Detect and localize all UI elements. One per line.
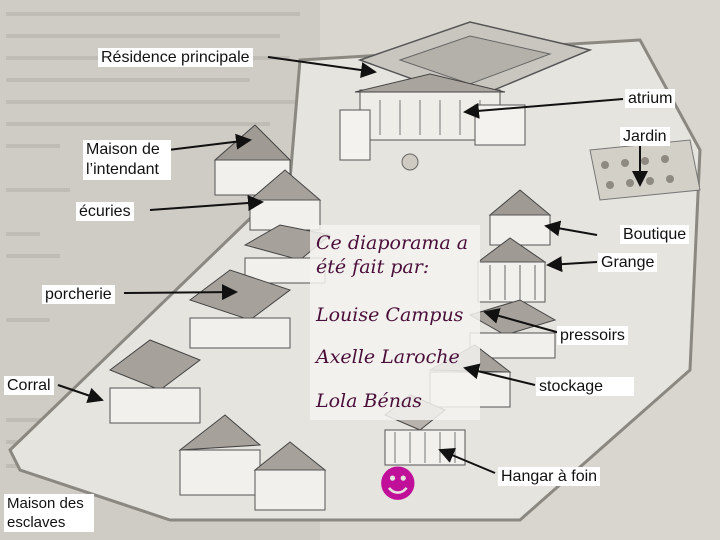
label-boutique: Boutique (620, 225, 689, 244)
credits-heading-line1: Ce diaporama a (316, 232, 468, 254)
label-hangar: Hangar à foin (498, 467, 600, 486)
smiley-icon: ☻ (378, 464, 418, 504)
label-atrium: atrium (625, 89, 675, 108)
label-residence: Résidence principale (98, 48, 253, 67)
label-corral: Corral (4, 376, 54, 395)
label-stockage: stockage (536, 377, 634, 396)
credits-author: Louise Campus (316, 304, 463, 326)
label-jardin: Jardin (620, 127, 670, 146)
credits-author: Lola Bénas (316, 390, 422, 412)
garden (590, 140, 700, 200)
arrow-porcherie (124, 292, 236, 293)
label-intendant: Maison de l’intendant (83, 140, 171, 180)
label-ecuries: écuries (76, 202, 134, 221)
label-pressoirs: pressoirs (557, 326, 628, 345)
label-grange: Grange (598, 253, 657, 272)
credits-author: Axelle Laroche (316, 346, 460, 368)
credits-heading-line2: été fait par: (316, 256, 429, 278)
label-esclaves: Maison des esclaves (4, 494, 94, 532)
fountain (402, 154, 418, 170)
label-porcherie: porcherie (42, 285, 115, 304)
